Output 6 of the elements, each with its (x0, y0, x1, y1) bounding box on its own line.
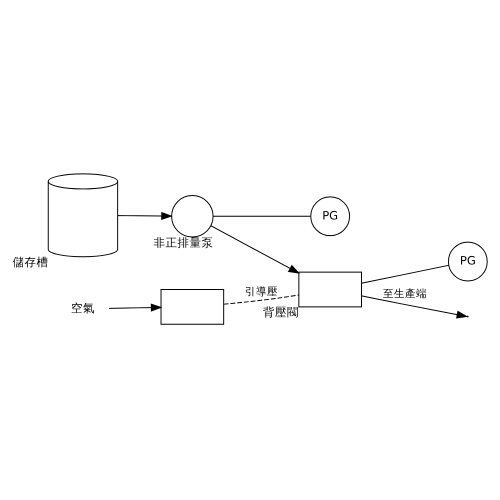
edge-label: 至生產端 (382, 288, 427, 300)
edge-label: 引導壓 (244, 286, 278, 298)
node-label: 背壓閥 (263, 305, 300, 320)
node-text: 空氣 (70, 300, 95, 315)
node-label: 儲存槽 (12, 255, 48, 269)
node-label: 非正排量泵 (154, 235, 214, 250)
